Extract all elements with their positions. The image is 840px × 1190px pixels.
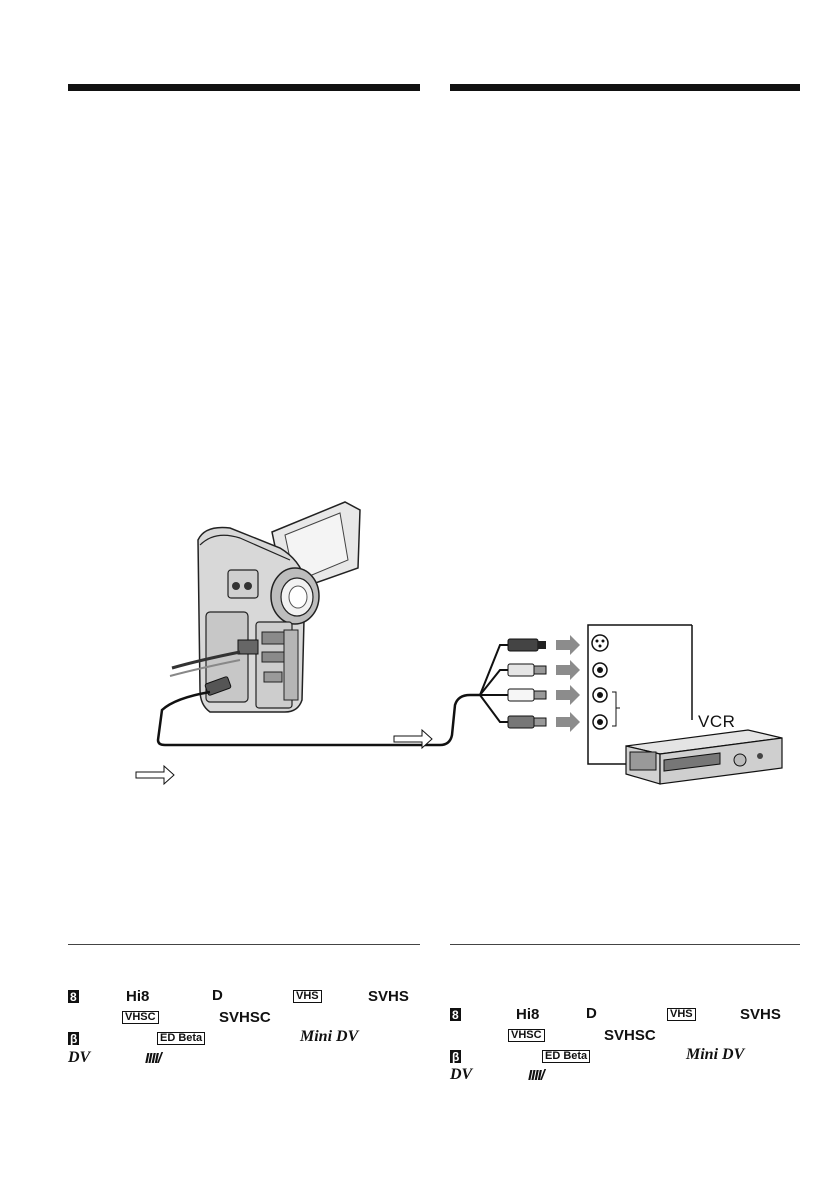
vhs-logo: VHS [667,1008,696,1021]
left-notes-rule [68,944,420,945]
svhs-logo: SVHS [740,1006,781,1023]
vcr-label: VCR [698,712,736,731]
svhsc-logo: SVHSC [604,1027,656,1044]
left-header-rule [68,84,420,91]
s-video-plug [507,638,546,652]
digital8-logo: D [586,1005,597,1022]
dv-logo: DV [68,1049,91,1066]
vcr-illustration [625,729,783,785]
svhs-logo: SVHS [368,988,409,1005]
video8-logo: 8 [68,990,79,1004]
micromv-logo: IIII/ [528,1067,545,1084]
mini-dv-logo: Mini DV [300,1028,359,1045]
audio-plug-red [507,715,547,729]
svhsc-logo: SVHSC [219,1009,271,1026]
ed-beta-logo: ED Beta [542,1050,591,1063]
hi8-logo: Hi8 [516,1006,540,1023]
signal-arrow-right [393,728,433,750]
right-header-rule [450,84,800,91]
vhsc-logo: VHSC [508,1029,545,1042]
vhsc-logo: VHSC [122,1011,159,1024]
betamax-logo: β [450,1050,462,1064]
betamax-logo: β [68,1032,80,1046]
vhs-logo: VHS [293,990,322,1003]
mini-dv-logo: Mini DV [686,1046,745,1063]
audio-plug-white [507,688,547,702]
camcorder-illustration [169,501,361,713]
digital8-logo: D [212,987,223,1004]
video8-logo: 8 [450,1008,461,1022]
av-cable [156,690,480,747]
micromv-logo: IIII/ [145,1050,162,1067]
dv-logo: DV [450,1066,473,1083]
hi8-logo: Hi8 [126,988,150,1005]
vcr-input-panel [587,624,692,765]
signal-arrow-left [135,764,175,786]
video-plug [507,663,547,677]
right-notes-rule [450,944,800,945]
connection-diagram [135,501,783,786]
ed-beta-logo: ED Beta [157,1032,206,1045]
